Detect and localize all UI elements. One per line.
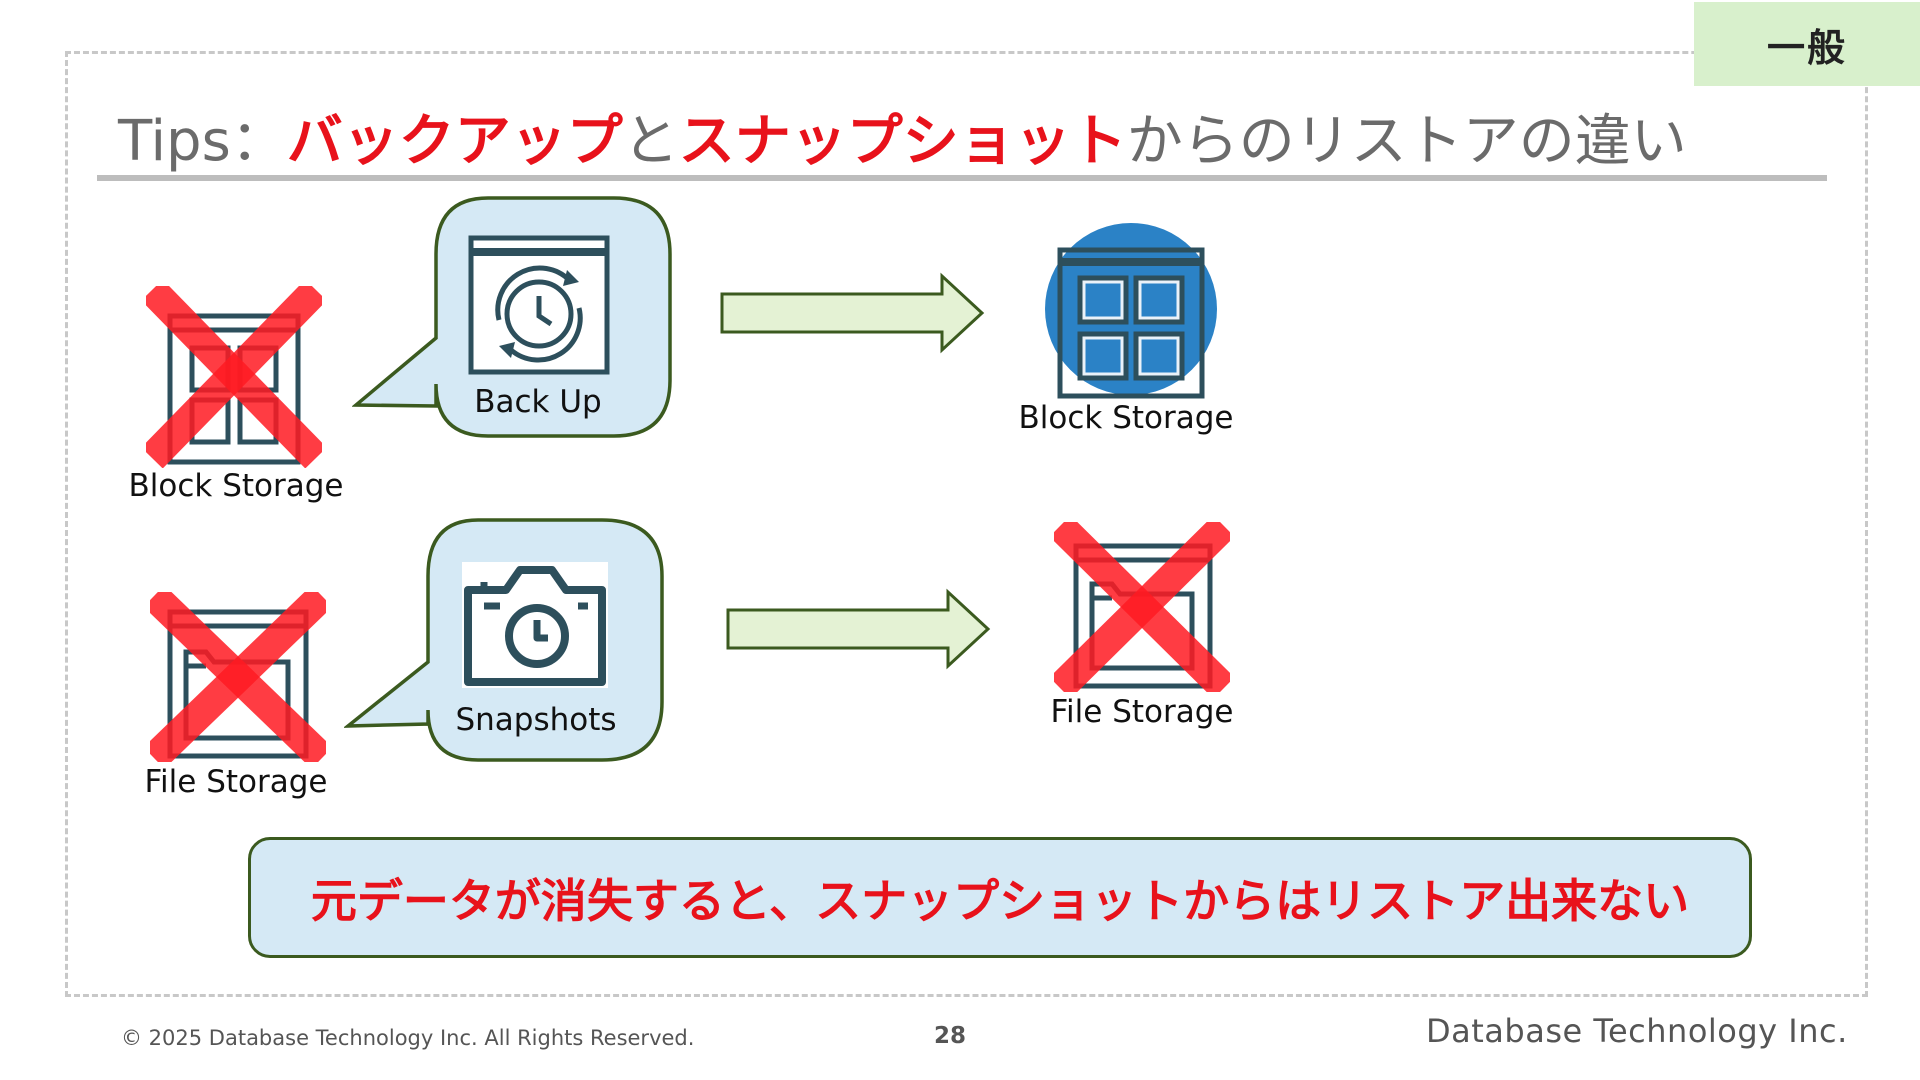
- block-storage-icon: [146, 286, 322, 468]
- file-storage-icon: [150, 592, 326, 762]
- snapshots-label: Snapshots: [455, 702, 617, 738]
- conclusion-box: 元データが消失すると、スナップショットからはリストア出来ない: [248, 837, 1752, 958]
- deleted-cross-icon: [150, 592, 326, 762]
- restore-arrow: [720, 272, 985, 354]
- not-restorable-cross-icon: [1054, 522, 1230, 692]
- camera-icon: [462, 562, 608, 688]
- restored-block-storage-label: Block Storage: [1018, 400, 1234, 436]
- title-divider: [97, 175, 1827, 181]
- title-backup: バックアップ: [286, 109, 623, 174]
- title-suffix: からのリストアの違い: [1126, 109, 1687, 174]
- title-prefix: Tips：: [118, 109, 287, 174]
- restored-block-storage-icon: [1045, 223, 1217, 399]
- title-connector: と: [622, 109, 679, 174]
- footer-copyright: © 2025 Database Technology Inc. All Righ…: [121, 1026, 695, 1050]
- backup-clock-icon: [468, 235, 610, 375]
- source-file-storage-label: File Storage: [144, 764, 328, 800]
- backup-label: Back Up: [474, 384, 602, 420]
- lost-file-storage-icon: [1054, 522, 1230, 692]
- deleted-cross-icon: [146, 286, 322, 468]
- source-block-storage-label: Block Storage: [128, 468, 344, 504]
- company-logo-text: Database Technology Inc.: [1426, 1012, 1848, 1050]
- no-restore-arrow: [726, 588, 991, 670]
- lost-file-storage-label: File Storage: [1050, 694, 1234, 730]
- title-snapshot: スナップショット: [678, 109, 1127, 174]
- slide-frame: [65, 51, 1868, 997]
- category-tag: 一般: [1694, 2, 1920, 86]
- page-number: 28: [933, 1023, 966, 1049]
- page-title: Tips：バックアップとスナップショットからのリストアの違い: [118, 96, 1838, 176]
